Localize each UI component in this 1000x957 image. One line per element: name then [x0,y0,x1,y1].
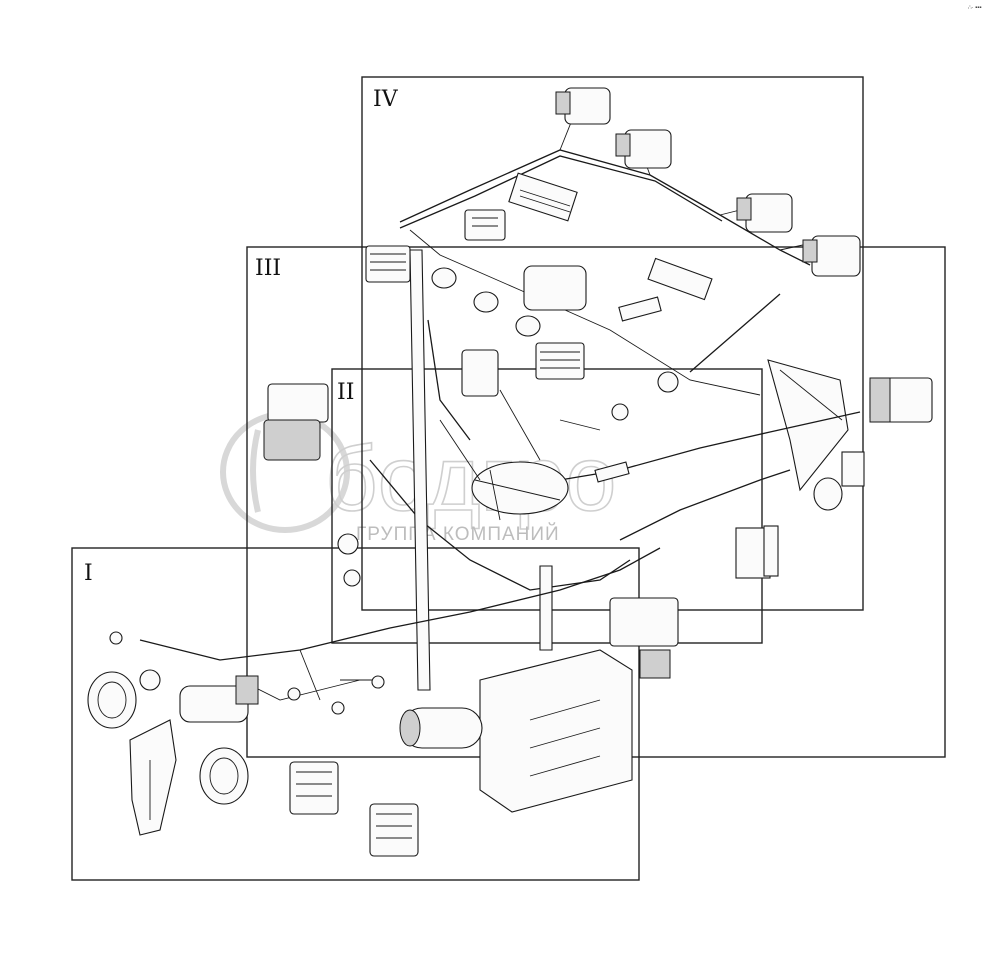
fog-lamp-left [289,761,339,815]
rear-lamp-right [609,597,679,679]
section-label-ii: II [337,380,354,405]
roof-work-lamp [615,129,672,169]
watermark-subtitle: ГРУППА КОМПАНИЙ [356,523,560,545]
sensor-connectors [109,631,385,715]
relay-block [464,209,506,241]
horn [813,451,865,511]
fog-lamp-right [369,803,419,857]
cab-front-lamp [365,245,411,283]
fuse-block [508,172,578,222]
chassis-post [409,249,553,691]
dash-harness [369,459,631,591]
switch-panel [618,257,713,322]
front-harness [139,547,661,661]
dome-lamps [431,267,541,337]
starter-motor [179,675,259,723]
mirror-bracket [767,359,849,492]
front-work-lamp-left [263,383,329,461]
headlight-left [87,671,137,729]
wiper-motor [427,319,499,441]
headlight-right [199,747,249,805]
antenna [657,293,781,393]
roof-work-lamp [802,235,861,277]
roof-work-lamp [555,87,611,125]
corner-mark: ∴∙ ▪▪▪ [968,5,982,11]
connector-plate [735,525,779,579]
watermark: бодгро ГРУППА КОМПАНИЙ [220,411,617,545]
roof-work-lamp [736,193,793,233]
connector-small [594,403,630,483]
light-bracket [129,719,177,836]
dashboard-assembly [471,461,569,521]
rear-harness [619,469,791,541]
side-work-lamp [869,377,933,423]
battery-box [479,649,633,813]
cylinder-tank [399,707,483,749]
indicator-lamp [337,533,361,587]
section-label-iii: III [255,256,281,281]
watermark-logo-text: бодгро [325,428,616,530]
section-label-iv: IV [373,87,399,112]
section-label-i: I [84,561,93,586]
cab-interior-lamp [523,265,587,380]
